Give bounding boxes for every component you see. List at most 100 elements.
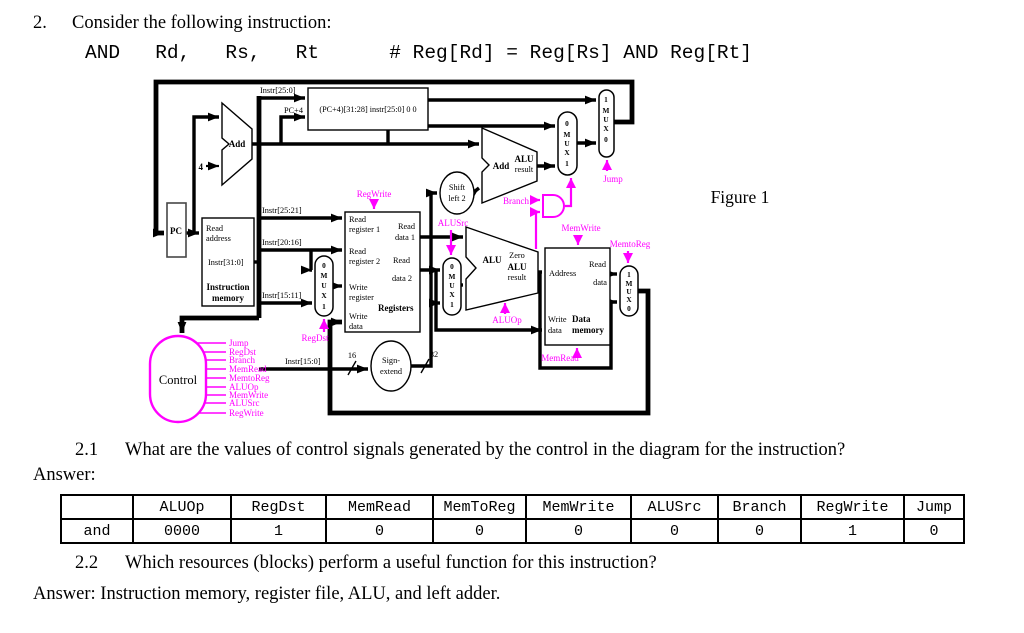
alusrc-mux-0: 0 [450,262,454,271]
control-output-lines [197,342,226,414]
value-cell-memtoreg: 0 [432,518,527,544]
bus-instr2521: Instr[25:21] [262,206,302,215]
branch-adder-shape [481,126,538,205]
regdst-mux-1: 1 [322,302,326,311]
control-signal-aluop: ALUOp [229,382,259,392]
figure-1-datapath: PC Add 4 (PC+4)[31:28] instr[25:0] 0 0 R… [148,79,770,424]
branch-mux-x: X [564,148,570,157]
control-signal-regdst: RegDst [229,347,256,357]
header-cell-regdst: RegDst [230,494,327,520]
value-cell-aluop: 0000 [132,518,232,544]
q22-text: Which resources (blocks) perform a usefu… [125,553,657,573]
regdst-mux-x: X [321,291,327,300]
control-signal-branch: Branch [229,355,255,365]
dmem-readdata-2: data [593,278,607,287]
header-cell-jump: Jump [903,494,965,520]
bus-instr150: Instr[15:0] [285,357,321,366]
alusrc-mux-u: U [449,281,455,290]
branch-mux-m: M [564,130,571,139]
jump-mux-x: X [603,124,609,133]
q22-number: 2.2 [75,553,99,573]
regs-wr-1: Write [349,283,368,292]
dmem-writedata-2: data [548,326,562,335]
header-cell-alusrc: ALUSrc [630,494,719,520]
value-cell-mnemonic: and [60,518,134,544]
jump-mux [598,89,615,158]
pc-adder-shape [221,101,253,187]
alu-zero-label: Zero [509,251,525,260]
imem-readaddress-1: Read [206,224,224,233]
alusrc-label: ALUSrc [438,218,469,228]
question-number: 2. [33,13,47,33]
alu-result-1: ALU [507,262,527,272]
registers-box [344,211,421,333]
regs-wr-2: register [349,293,374,302]
value-cell-regdst: 1 [230,518,327,544]
wire-shift-to-branchadd [467,186,481,199]
memwrite-label: MemWrite [561,223,600,233]
memtoreg-mux-u: U [626,287,632,296]
q21-text: What are the values of control signals g… [125,440,846,460]
control-signals-table: ALUOp RegDst MemRead MemToReg MemWrite A… [60,494,965,544]
branch-adder-result-2: result [515,165,534,174]
value-cell-memwrite: 0 [525,518,632,544]
regdst-label: RegDst [302,333,329,343]
control-signal-memtoreg: MemtoReg [229,373,270,383]
sign-extend-oval [370,340,412,392]
signext-label-1: Sign- [382,356,400,365]
jump-address-text: (PC+4)[31:28] instr[25:0] 0 0 [319,105,416,114]
dmem-address: Address [549,269,576,278]
regs-rr2-2: register 2 [349,257,380,266]
instruction-memory-box [201,217,255,307]
alu-label: ALU [482,255,502,265]
memtoreg-mux-x: X [626,295,632,304]
control-signal-memread: MemRead [229,364,267,374]
control-signal-jump: Jump [229,338,249,348]
bus-instr1511: Instr[15:11] [262,291,302,300]
question-2-2: 2.2 Which resources (blocks) perform a us… [75,553,657,573]
tick-16 [347,360,357,376]
value-cell-alusrc: 0 [630,518,719,544]
wire-aluresult-bypass [538,272,617,370]
header-cell-blank [60,494,134,520]
question-prompt: Consider the following instruction: [72,13,332,33]
wire-pc-loop [153,79,635,238]
datapath-wires [153,79,651,416]
alusrc-mux-x: X [449,290,455,299]
value-cell-branch: 0 [717,518,802,544]
regs-wd-1: Write [349,312,368,321]
header-cell-aluop: ALUOp [132,494,232,520]
branch-adder-label: Add [493,161,510,171]
branch-mux-0: 0 [565,119,569,128]
imem-output-label: Instr[31:0] [208,258,244,267]
branch-mux [557,111,578,176]
value-cell-memread: 0 [325,518,434,544]
figure-caption: Figure 1 [711,187,770,207]
regdst-mux [314,255,334,317]
signext-label-2: extend [380,367,403,376]
branch-adder-result-1: ALU [514,154,534,164]
andgate-out-wire [565,178,576,208]
control-unit-oval [148,334,208,424]
memtoreg-mux-1: 1 [627,270,631,279]
jump-mux-u: U [603,115,609,124]
signext-out-width: 32 [430,350,438,359]
regdst-mux-m: M [321,271,328,280]
alu-shape [465,226,539,311]
wire-pc-to-add [192,112,219,233]
signext-in-width: 16 [348,351,356,360]
memtoreg-label: MemtoReg [610,239,651,249]
wire-signext-to-shift [411,188,437,368]
alu-result-2: result [508,273,527,282]
regs-rd2-2: data 2 [392,274,412,283]
control-signal-alusrc: ALUSrc [229,398,260,408]
imem-readaddress-2: address [206,234,231,243]
memtoreg-mux-m: M [626,279,633,288]
header-cell-memwrite: MemWrite [525,494,632,520]
q21-answer-label: Answer: [33,465,96,485]
zero-wire [530,207,540,249]
dmem-readdata-1: Read [589,260,607,269]
branch-mux-u: U [564,139,570,148]
